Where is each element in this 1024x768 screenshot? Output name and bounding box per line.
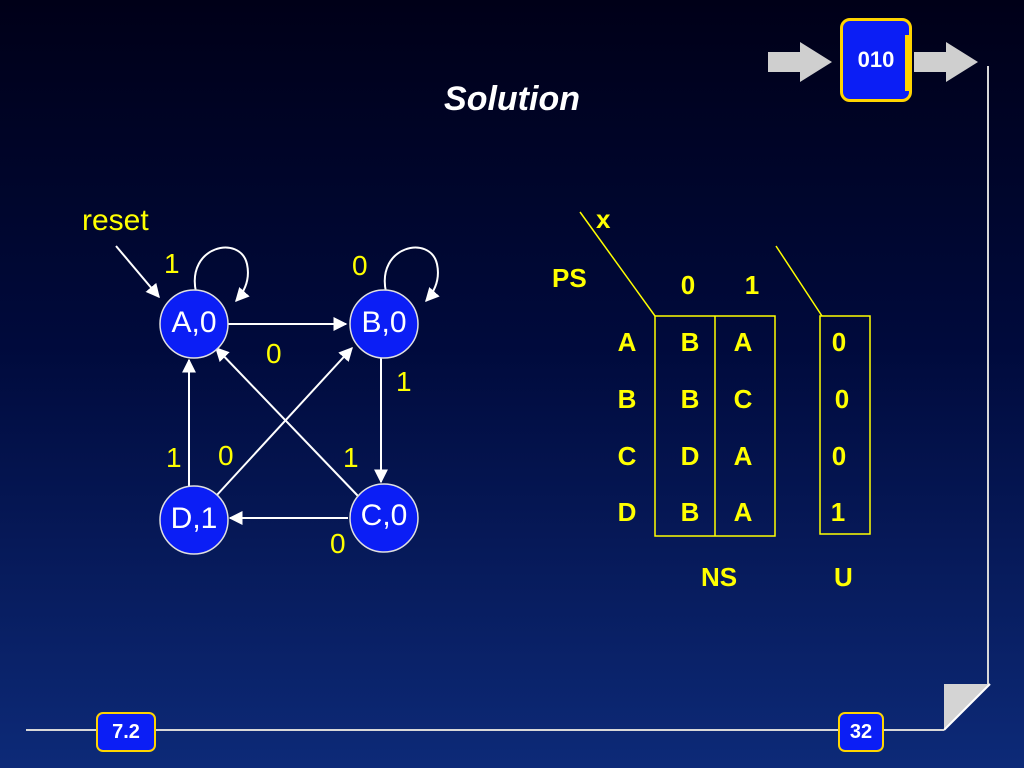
- reset-label: reset: [82, 204, 149, 237]
- edge-label-a-to-b: 0: [266, 338, 282, 369]
- input-sequence-badge: 010: [840, 18, 912, 102]
- ns1-cell: A: [733, 441, 753, 471]
- ns1-cell: C: [733, 384, 753, 414]
- u-cell: 1: [830, 497, 846, 527]
- node-b-label: B,0: [361, 306, 407, 339]
- u-table-border: [819, 315, 871, 535]
- edge-label-a-self: 1: [164, 248, 180, 279]
- input-value-0: 0: [680, 270, 696, 300]
- edge-label-b-to-c: 1: [396, 366, 412, 397]
- input-value-1: 1: [744, 270, 760, 300]
- arrow-in-icon: [768, 42, 832, 82]
- ps-cell: B: [617, 384, 637, 414]
- present-state-header: PS: [552, 263, 587, 293]
- edge-label-d-to-a: 1: [166, 442, 182, 473]
- ps-cell: D: [617, 497, 637, 527]
- node-a-label: A,0: [171, 306, 217, 339]
- ns0-cell: D: [680, 441, 700, 471]
- node-c-label: C,0: [360, 499, 408, 532]
- ps-cell: A: [617, 327, 637, 357]
- u-cell: 0: [831, 441, 847, 471]
- cursor-bar: [905, 35, 910, 91]
- edge-label-d-to-b: 0: [218, 440, 234, 471]
- table-diagonal-right: [775, 245, 823, 317]
- edge-label-c-to-d: 0: [330, 528, 346, 559]
- ns0-cell: B: [680, 497, 700, 527]
- node-a: [159, 289, 229, 359]
- input-var-label: x: [596, 204, 611, 234]
- ns1-cell: A: [733, 327, 753, 357]
- output-label: U: [834, 562, 853, 592]
- node-d-label: D,1: [170, 502, 218, 535]
- slide-title: Solution: [444, 80, 580, 118]
- page-number-badge: 32: [838, 712, 884, 752]
- input-sequence-text: 010: [857, 47, 895, 72]
- edge-d-to-b: [215, 346, 353, 497]
- edge-label-c-to-a: 1: [343, 442, 359, 473]
- edge-c-to-a: [215, 346, 359, 497]
- next-state-label: NS: [701, 562, 738, 592]
- edge-b-self: [383, 246, 440, 303]
- edge-label-b-self: 0: [352, 250, 368, 281]
- edge-a-self: [193, 246, 250, 303]
- node-b: [349, 289, 419, 359]
- page-curl-edge: [943, 683, 991, 731]
- arrow-out-icon: [914, 42, 978, 82]
- table-diagonal-left: [579, 211, 656, 317]
- ns0-cell: B: [680, 384, 700, 414]
- ns0-cell: B: [680, 327, 700, 357]
- node-c: [349, 483, 419, 553]
- u-cell: 0: [831, 327, 847, 357]
- section-number-badge: 7.2: [96, 712, 156, 752]
- ps-cell: C: [617, 441, 637, 471]
- ns1-cell: A: [733, 497, 753, 527]
- node-d: [159, 485, 229, 555]
- u-cell: 0: [834, 384, 850, 414]
- edge-reset-to-a: [115, 245, 160, 299]
